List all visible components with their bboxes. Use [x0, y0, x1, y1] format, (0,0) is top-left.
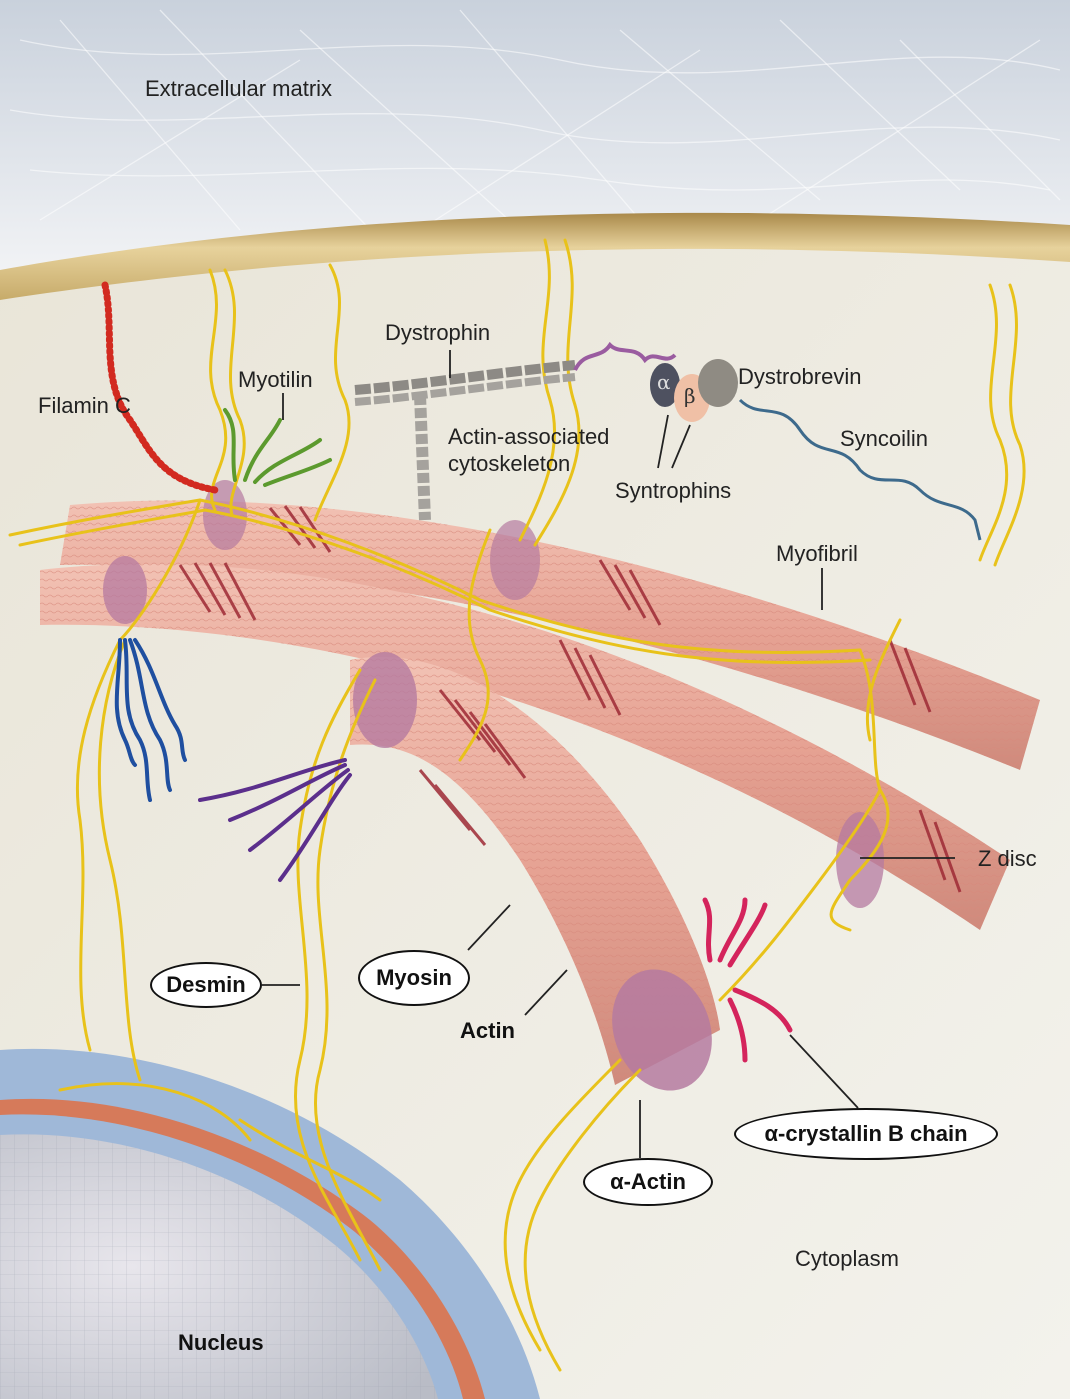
label-myotilin: Myotilin	[238, 367, 313, 392]
alpha-syntrophin-symbol: α	[657, 370, 671, 394]
oval-label-desmin: Desmin	[150, 962, 262, 1008]
label-dystrophin: Dystrophin	[385, 320, 490, 345]
label-syncoilin: Syncoilin	[840, 426, 928, 451]
label-actin-associated-line1: Actin-associated	[448, 424, 609, 449]
label-myofibril: Myofibril	[776, 541, 858, 566]
label-extracellular-matrix: Extracellular matrix	[145, 76, 332, 101]
label-z-disc: Z disc	[978, 846, 1037, 871]
label-actin-associated-line2: cytoskeleton	[448, 451, 570, 476]
label-dystrobrevin: Dystrobrevin	[738, 364, 861, 389]
label-filamin-c: Filamin C	[38, 393, 131, 418]
oval-label-myosin: Myosin	[358, 950, 470, 1006]
label-syntrophins: Syntrophins	[615, 478, 731, 503]
label-cytoplasm: Cytoplasm	[795, 1246, 899, 1271]
beta-syntrophin-symbol: β	[684, 384, 696, 408]
label-actin: Actin	[460, 1018, 515, 1043]
oval-label-alpha-crystallin: α-crystallin B chain	[734, 1108, 998, 1160]
oval-label-alpha-actin: α-Actin	[583, 1158, 713, 1206]
label-nucleus: Nucleus	[178, 1330, 264, 1355]
